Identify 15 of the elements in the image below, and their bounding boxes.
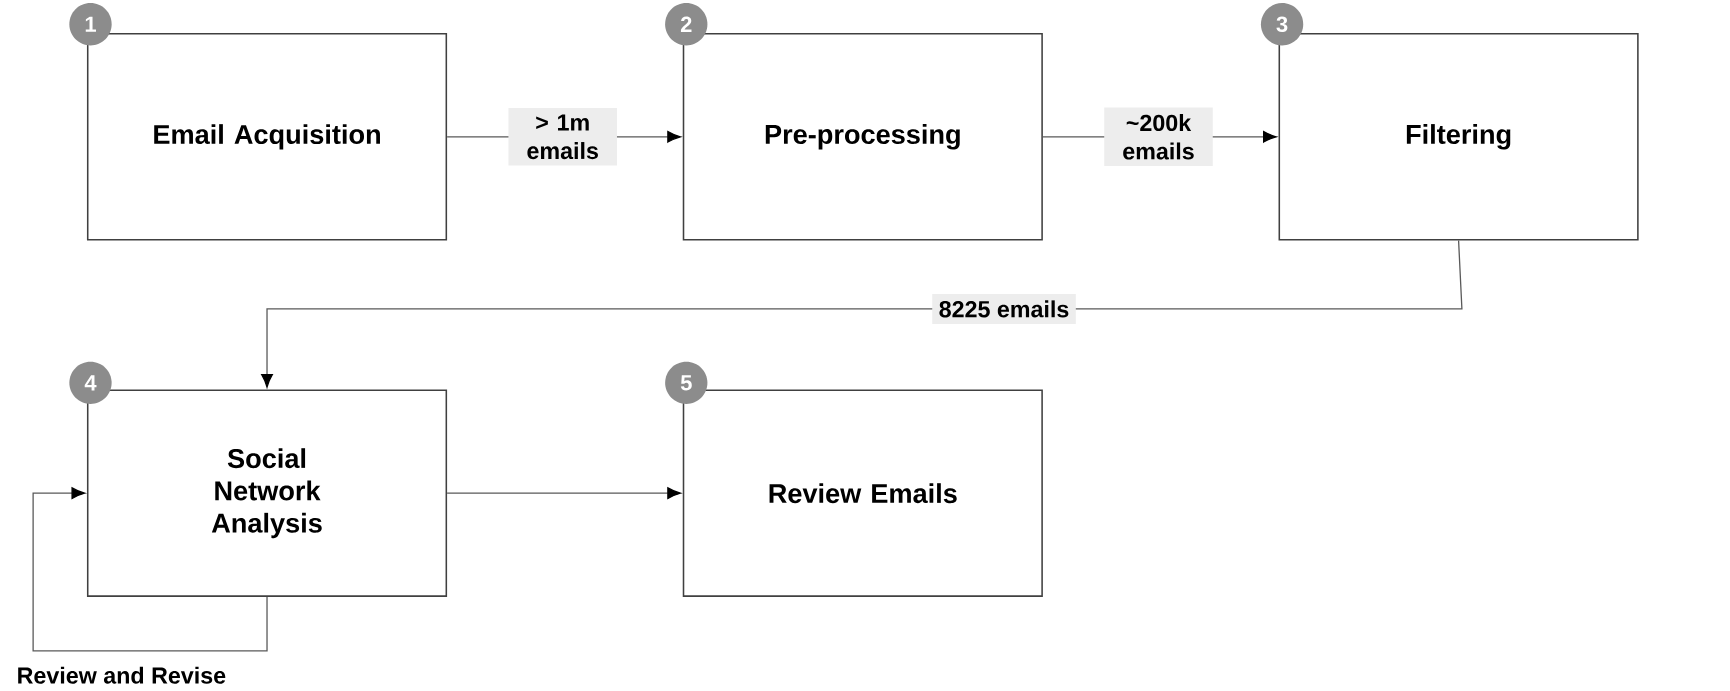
- arrow: [32, 487, 268, 652]
- arrow: [261, 240, 1463, 388]
- step-number: 3: [1260, 3, 1304, 46]
- step-number: 2: [665, 3, 708, 46]
- step-number: 1: [69, 3, 112, 46]
- process-box: Email Acquisition: [86, 33, 448, 241]
- edge-label: 8225 emails: [932, 294, 1076, 325]
- process-box: Pre-processing: [682, 33, 1043, 241]
- arrow: [446, 487, 681, 500]
- edge-label: > 1m emails: [508, 108, 617, 166]
- step-number: 4: [69, 361, 112, 405]
- process-box: Filtering: [1278, 33, 1639, 241]
- edge-label: ~200k emails: [1104, 107, 1213, 167]
- edge-label: Review and Revise: [18, 666, 226, 684]
- step-number: 5: [665, 361, 708, 405]
